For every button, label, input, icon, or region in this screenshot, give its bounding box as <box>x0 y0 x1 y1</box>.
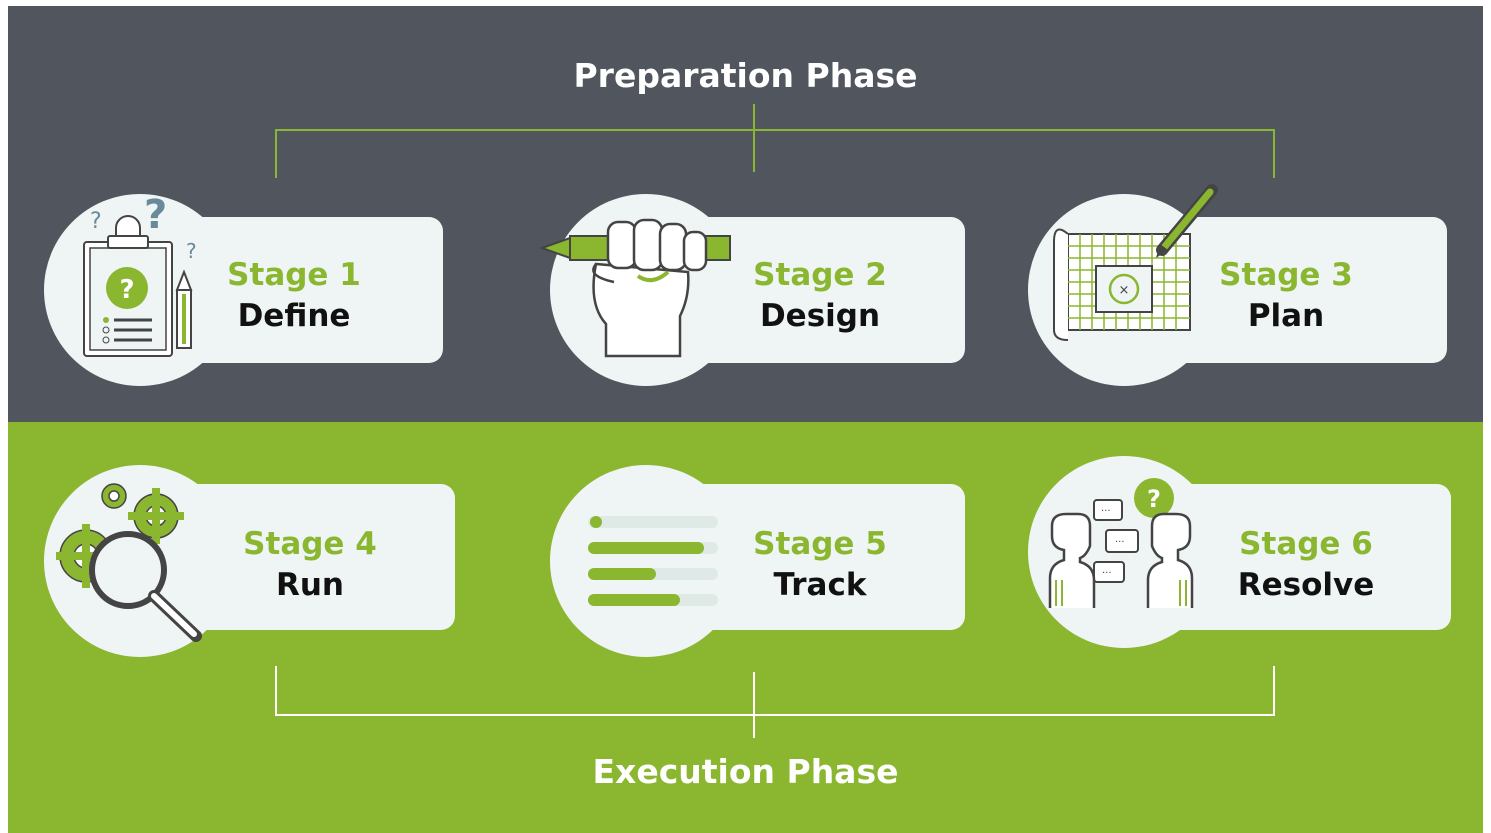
stage-name: Plan <box>1247 298 1325 334</box>
execution-phase-title: Execution Phase <box>592 752 899 791</box>
stage-label: Stage 4 Run <box>230 524 390 606</box>
svg-text:?: ? <box>90 209 102 234</box>
stage-name: Design <box>759 298 881 334</box>
svg-text:···: ··· <box>1101 506 1111 517</box>
svg-text:?: ? <box>186 239 197 263</box>
stage-name: Resolve <box>1237 567 1375 603</box>
gears-magnifier-icon <box>56 483 202 642</box>
svg-text:?: ? <box>119 275 134 305</box>
stage-number: Stage 4 <box>243 526 377 562</box>
svg-text:···: ··· <box>1115 537 1125 548</box>
blueprint-pencil-icon: × <box>1053 184 1218 341</box>
preparation-connector <box>275 104 1275 178</box>
progress-bars-icon <box>588 516 718 606</box>
stage-label: Stage 6 Resolve <box>1226 524 1386 606</box>
stage-number: Stage 2 <box>753 257 887 293</box>
stage-number: Stage 5 <box>753 526 887 562</box>
stage-name: Define <box>237 298 351 334</box>
stage-icon-circle <box>550 465 742 657</box>
people-discussion-icon: ? ··· ··· ··· <box>1048 478 1194 608</box>
svg-text:?: ? <box>144 198 167 238</box>
execution-connector <box>275 666 1275 738</box>
stage-number: Stage 1 <box>227 257 361 293</box>
stage-name: Run <box>275 567 344 603</box>
stage-label: Stage 5 Track <box>740 524 900 606</box>
stage-label: Stage 1 Define <box>214 255 374 337</box>
stage-label: Stage 2 Design <box>740 255 900 337</box>
stage-label: Stage 3 Plan <box>1206 255 1366 337</box>
svg-text:×: × <box>1119 283 1130 298</box>
preparation-phase-title: Preparation Phase <box>573 56 918 95</box>
clipboard-question-icon: ? ? ? ? <box>83 198 197 357</box>
svg-text:···: ··· <box>1102 568 1112 579</box>
stage-number: Stage 3 <box>1219 257 1353 293</box>
stage-number: Stage 6 <box>1239 526 1373 562</box>
stage-name: Track <box>773 567 867 603</box>
fist-pencil-icon <box>539 218 731 358</box>
svg-text:?: ? <box>1147 485 1161 513</box>
